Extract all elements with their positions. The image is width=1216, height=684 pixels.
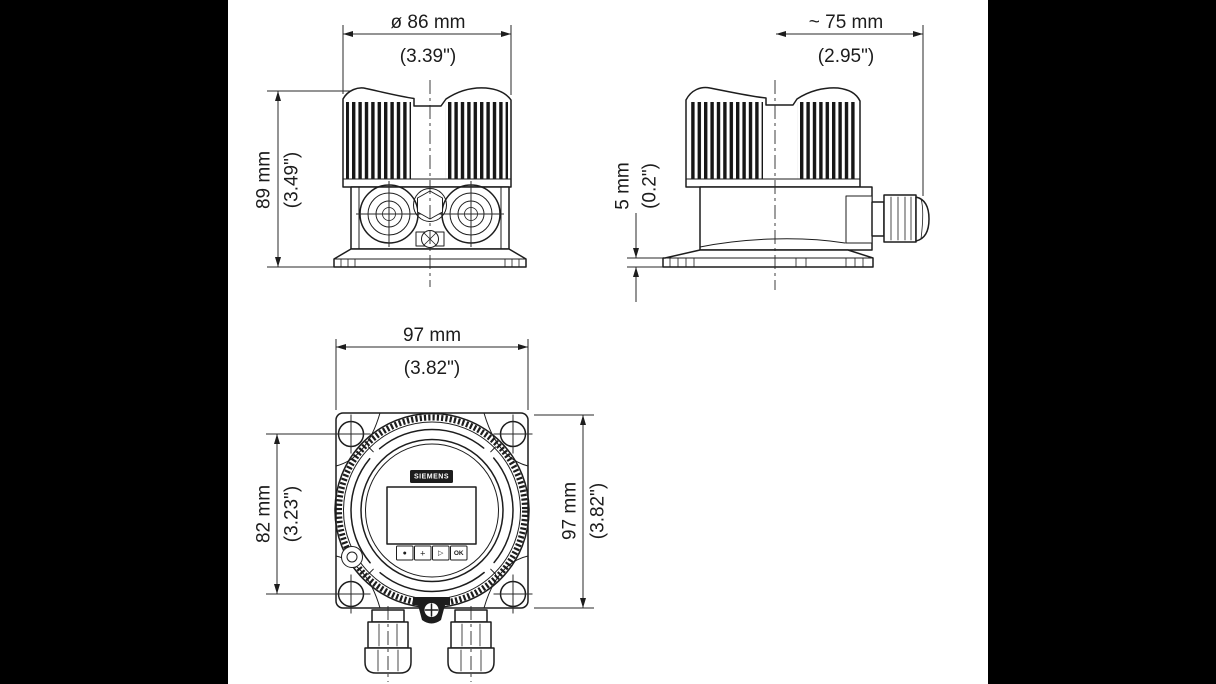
keypad: ● + ▷ OK xyxy=(396,545,468,561)
face-view: 97 mm (3.82") 82 mm (3.23") 97 mm (3.82"… xyxy=(254,325,609,682)
key-right-glyph: ▷ xyxy=(438,550,444,557)
side-base-in: (0.2") xyxy=(640,163,661,209)
front-cap-ribs-left xyxy=(346,102,411,179)
side-mounting-bracket xyxy=(662,249,874,268)
front-height-in: (3.49") xyxy=(282,152,303,208)
side-view: ~ 75 mm (2.95") 5 mm (0.2") xyxy=(613,12,930,302)
key-ok[interactable] xyxy=(450,545,468,561)
key-ok-glyph: OK xyxy=(454,550,464,557)
cable-gland-bottom-right xyxy=(447,606,495,682)
front-cap-ribs-right xyxy=(445,102,508,179)
key-menu[interactable] xyxy=(396,545,414,561)
gland-boss xyxy=(845,195,873,244)
side-cap-ribs-right xyxy=(797,102,857,179)
mounting-hole-bottom-left xyxy=(331,574,371,614)
lid-lock-screw xyxy=(341,546,363,568)
cable-gland-side xyxy=(871,194,930,243)
key-right[interactable] xyxy=(432,545,450,561)
cable-entry-left xyxy=(356,181,422,247)
ground-terminal xyxy=(413,597,450,624)
mounting-hole-top-right xyxy=(493,414,533,454)
front-width-mm: ø 86 mm xyxy=(391,12,466,33)
face-hole-spacing-mm: 82 mm xyxy=(254,485,275,543)
mounting-hole-top-left xyxy=(331,414,371,454)
cable-gland-bottom-left xyxy=(364,606,412,682)
side-width-mm: ~ 75 mm xyxy=(809,12,883,33)
face-width-mm: 97 mm xyxy=(403,325,461,346)
brand-badge xyxy=(410,470,453,483)
cable-entry-right xyxy=(438,181,504,247)
display-module: SIEMENS ● + ▷ OK xyxy=(386,470,477,561)
front-dim-width: ø 86 mm (3.39") xyxy=(342,12,512,95)
letterbox-right xyxy=(988,0,1216,684)
side-device xyxy=(662,80,930,290)
side-cap-ribs-left xyxy=(690,102,763,179)
side-width-in: (2.95") xyxy=(818,46,874,67)
side-dim-base: 5 mm (0.2") xyxy=(613,162,670,302)
front-width-in: (3.39") xyxy=(400,46,456,67)
face-dim-width: 97 mm (3.82") xyxy=(335,325,529,410)
letterbox-left xyxy=(0,0,228,684)
face-dim-height: 97 mm (3.82") xyxy=(534,414,609,609)
mounting-hole-bottom-right xyxy=(493,574,533,614)
face-height-mm: 97 mm xyxy=(560,482,581,540)
face-width-in: (3.82") xyxy=(404,358,460,379)
side-body xyxy=(699,186,873,251)
face-height-in: (3.82") xyxy=(588,483,609,539)
key-menu-glyph: ● xyxy=(403,550,407,557)
face-device: SIEMENS ● + ▷ OK xyxy=(331,412,533,682)
front-device xyxy=(333,80,527,287)
key-plus[interactable] xyxy=(414,545,432,561)
front-dim-height: 89 mm (3.49") xyxy=(254,90,352,268)
lcd-display xyxy=(386,486,477,545)
face-hole-spacing-in: (3.23") xyxy=(282,486,303,542)
side-dim-width: ~ 75 mm (2.95") xyxy=(776,12,924,196)
front-view: ø 86 mm (3.39") 89 mm (3.49") xyxy=(254,12,527,287)
key-plus-glyph: + xyxy=(420,549,425,559)
brand-label: SIEMENS xyxy=(414,474,449,481)
side-base-mm: 5 mm xyxy=(613,162,634,210)
front-height-mm: 89 mm xyxy=(254,151,275,209)
